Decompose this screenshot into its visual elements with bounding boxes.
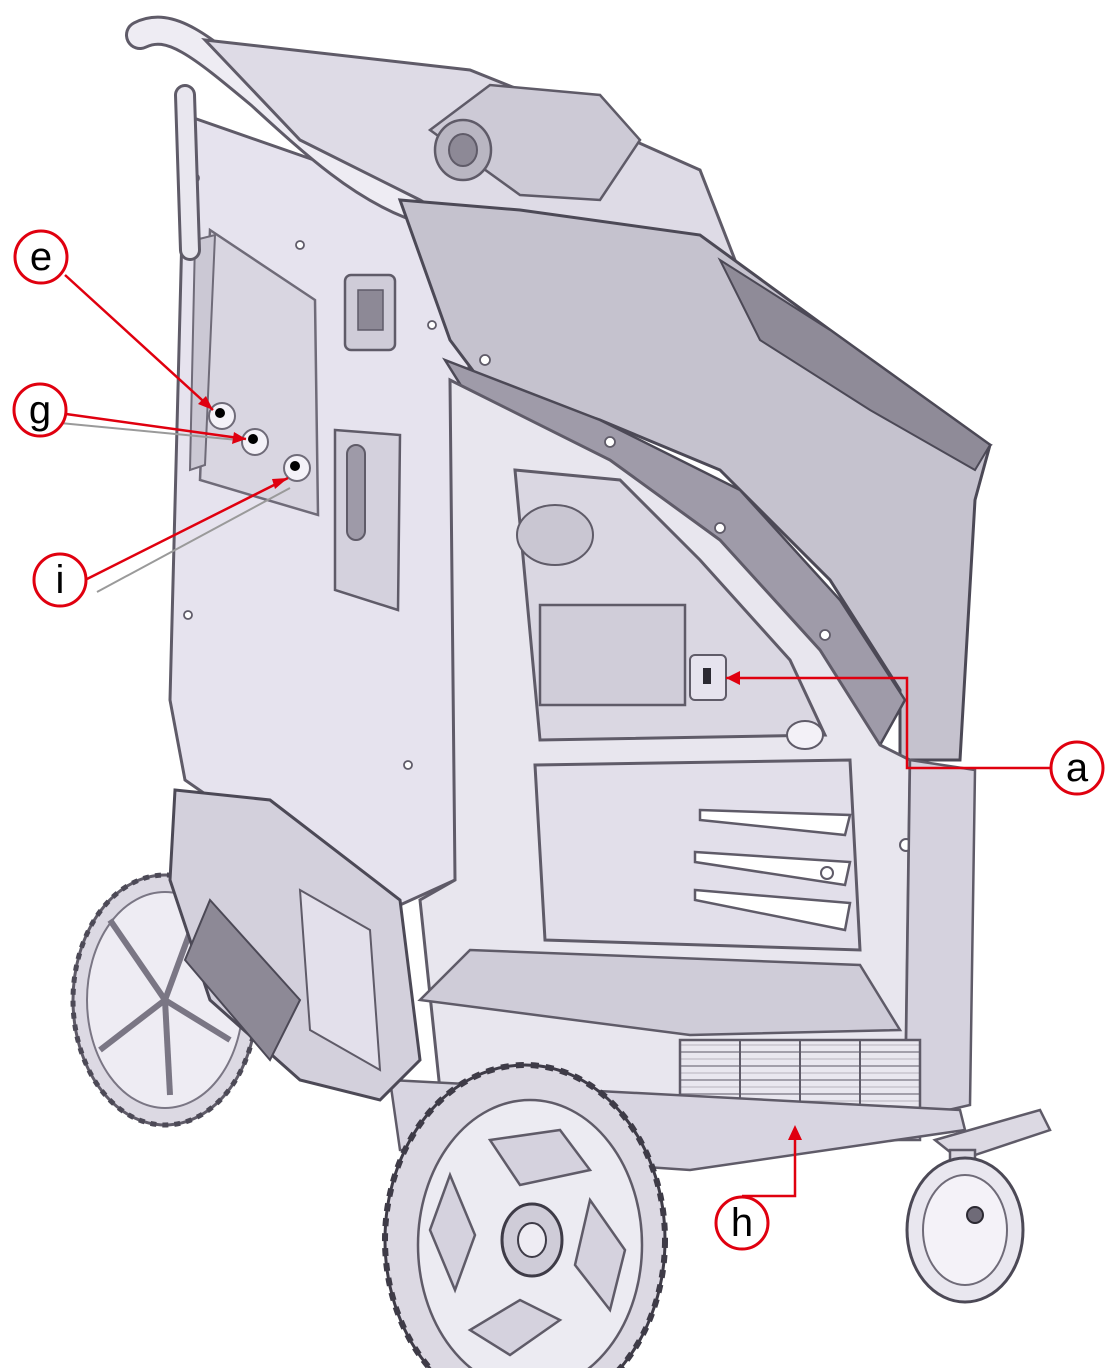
callout-e-label: e [30,235,52,279]
callout-a: a [726,671,1105,796]
fitting-e [208,402,236,430]
fitting-i [283,454,311,482]
callout-i-label: i [56,558,65,602]
fitting-g [241,428,269,456]
callout-e: e [13,229,214,411]
service-fittings [208,402,311,482]
callout-a-label: a [1066,746,1089,790]
callout-g: g [12,382,247,444]
front-left-wheel [382,1062,668,1368]
callout-h-label: h [731,1201,753,1245]
callout-h: h [714,1125,802,1251]
callout-g-label: g [29,388,51,432]
callouts: e g i a h [12,229,1105,1251]
machine-illustration [70,15,1052,1368]
callout-i: i [32,476,291,608]
front-caster [905,1108,1052,1304]
